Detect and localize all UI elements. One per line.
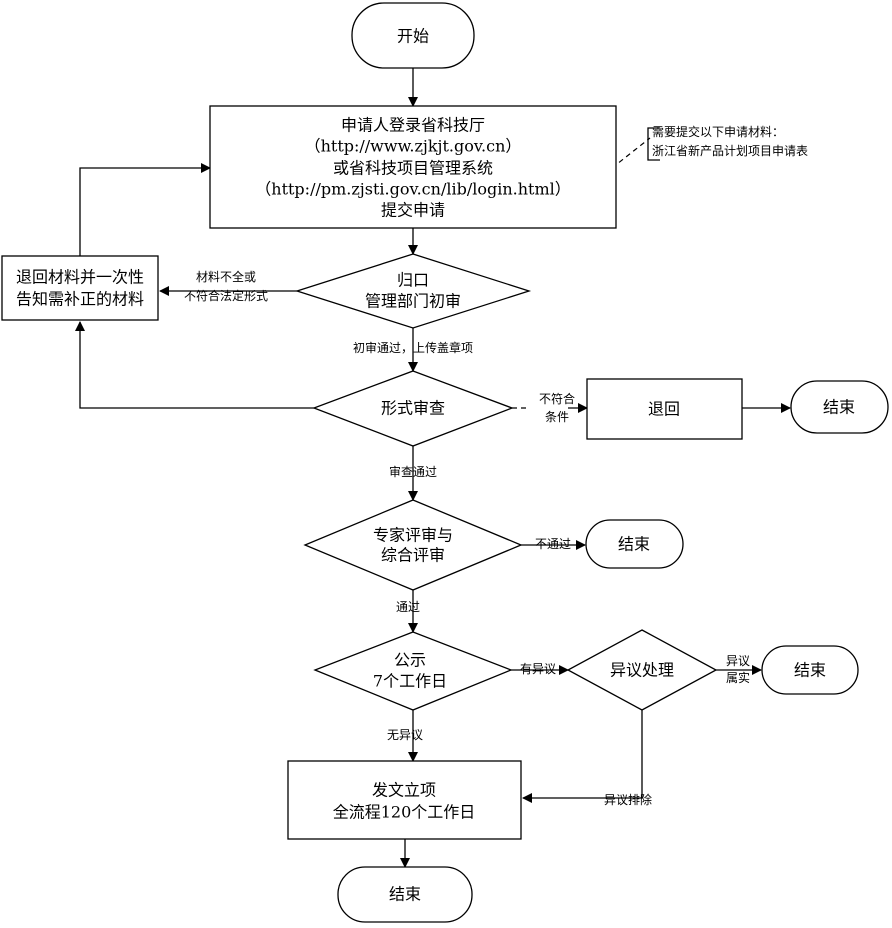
end-node-2: 结束 [585,519,684,569]
label-pass-initial: 初审通过，上传盖章项 [353,340,473,355]
initial-review-line-2: 管理部门初审 [365,292,461,311]
end-3-label: 结束 [794,661,826,680]
submit-line-5: 提交申请 [381,201,445,220]
arrow-return-to-submit [79,163,211,256]
formal-review-node: 形式审查 [312,370,514,447]
start-label: 开始 [397,27,429,46]
expert-review-line-2: 综合评审 [381,546,445,565]
dash-note-connector [611,137,651,169]
start-node: 开始 [351,2,475,69]
arrow-formal-review-to-return [75,321,314,409]
label-not-pass: 不通过 [535,537,571,551]
arrow-objection-cleared-to-approval [522,710,643,803]
submit-line-3: 或省科技项目管理系统 [333,159,493,178]
label-pass: 通过 [396,600,420,614]
returned-node: 退回 [586,378,743,440]
approval-line-1: 发文立项 [372,781,436,800]
end-node-final: 结束 [337,866,473,923]
label-nonconform-line-2: 条件 [545,410,569,424]
return-materials-line-1: 退回材料并一次性 [16,268,144,287]
expert-review-line-1: 专家评审与 [373,526,453,545]
objection-handling-node: 异议处理 [566,629,718,711]
publicity-line-2: 7个工作日 [373,672,447,691]
label-no-objection: 无异议 [387,728,423,742]
returned-label: 退回 [648,400,680,419]
return-materials-line-2: 告知需补正的材料 [16,290,144,309]
note-line-1: 需要提交以下申请材料： [652,124,784,139]
objection-handling-label: 异议处理 [610,661,674,680]
end-node-1: 结束 [790,380,889,434]
label-review-pass: 审查通过 [389,464,437,479]
end-final-label: 结束 [389,885,421,904]
end-1-label: 结束 [823,398,855,417]
label-objection-true-line-2: 属实 [726,670,750,685]
submit-line-4: （http://pm.zjsti.gov.cn/lib/login.html） [255,180,570,199]
submit-node: 申请人登录省科技厅 （http://www.zjkjt.gov.cn） 或省科技… [209,105,617,229]
note-bracket [647,127,660,161]
publicity-node: 公示 7个工作日 [313,631,513,711]
label-objection-cleared: 异议排除 [604,792,652,807]
approval-node: 发文立项 全流程120个工作日 [287,760,522,840]
return-materials-node: 退回材料并一次性 告知需补正的材料 [1,255,159,321]
label-objection-true-line-1: 异议 [726,654,750,668]
note-line-2: 浙江省新产品计划项目申请表 [652,143,808,158]
label-nonconform-line-1: 不符合 [539,391,575,406]
note-annotation: 需要提交以下申请材料： 浙江省新产品计划项目申请表 [652,124,808,158]
label-objection: 有异议 [520,662,556,676]
label-incomplete-line-2: 不符合法定形式 [184,288,268,303]
end-node-3: 结束 [761,645,859,695]
initial-review-line-1: 归口 [397,271,429,290]
submit-line-2: （http://www.zjkjt.gov.cn） [305,137,522,156]
connectors [75,68,791,868]
approval-line-2: 全流程120个工作日 [333,803,476,822]
initial-review-node: 归口 管理部门初审 [294,253,532,329]
submit-line-1: 申请人登录省科技厅 [341,116,485,135]
end-2-label: 结束 [618,535,650,554]
formal-review-label: 形式审查 [381,399,445,418]
label-incomplete-line-1: 材料不全或 [196,269,256,284]
publicity-line-1: 公示 [394,651,426,670]
expert-review-node: 专家评审与 综合评审 [303,499,523,591]
